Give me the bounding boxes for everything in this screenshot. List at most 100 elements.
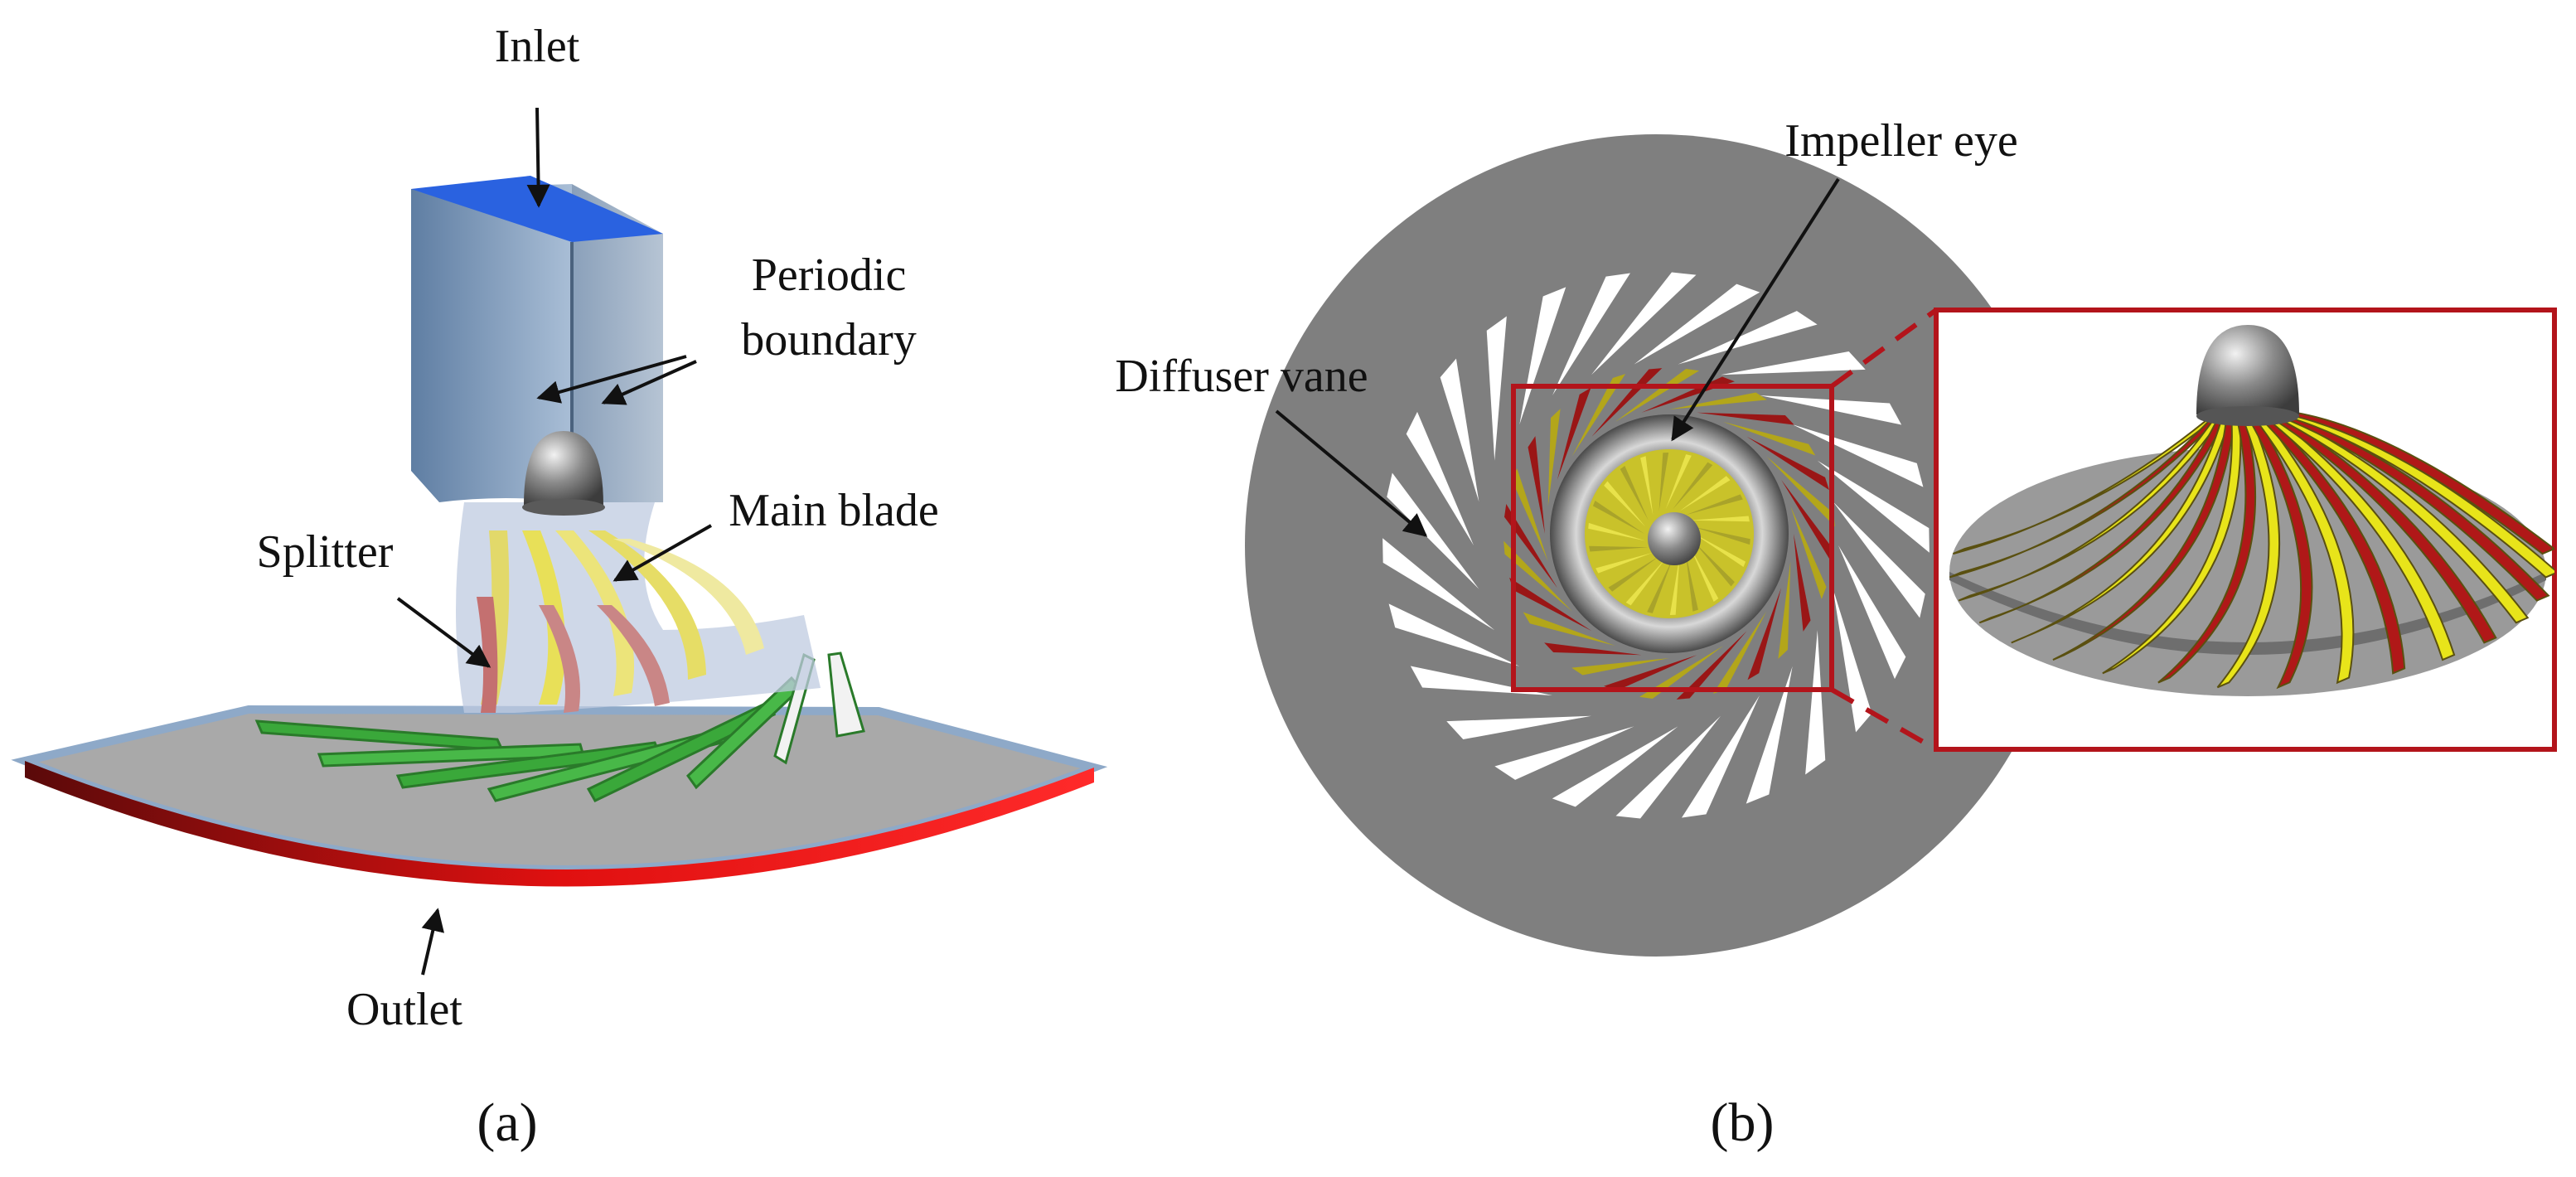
arrow-inlet	[526, 107, 550, 208]
detail-blade	[2272, 417, 2497, 644]
detail-blade	[1953, 410, 2225, 555]
panel-a-geometry	[11, 176, 1108, 887]
diffuser-vane	[1682, 695, 1760, 818]
diffuser-vane	[1591, 272, 1697, 375]
diffuser-vanes-a	[254, 651, 865, 802]
detail-blade	[2277, 414, 2550, 602]
panel-b-geometry	[1245, 134, 2557, 957]
impeller-splitter	[1604, 655, 1697, 691]
label-splitter: Splitter	[257, 526, 394, 578]
detail-blade	[2157, 419, 2257, 684]
detail-blade	[2052, 418, 2236, 661]
outlet-rim	[25, 761, 1094, 887]
impeller-splitter	[1747, 588, 1782, 681]
label-inlet: Inlet	[495, 21, 580, 72]
detail-blade	[2280, 410, 2554, 555]
diffuser-vane	[1615, 715, 1721, 819]
diffuser-vane	[1410, 666, 1553, 696]
diffuser-vanes-b	[1382, 272, 1930, 819]
arrow-splitter	[396, 597, 491, 668]
arrow-main-blade	[613, 524, 712, 582]
eye-blade	[1690, 516, 1750, 522]
diffuser-vane	[1406, 411, 1474, 545]
impeller-splitter	[1504, 503, 1557, 588]
detail-blade	[2011, 416, 2231, 644]
diffuser-vane	[1440, 358, 1479, 502]
arrows-panel-b	[1275, 177, 1840, 537]
detail-blade	[2262, 419, 2406, 675]
detail-blade	[1949, 411, 2225, 579]
eye-blade	[1694, 534, 1746, 567]
eye-blade	[1665, 454, 1692, 510]
periodic-face-right	[572, 184, 663, 502]
eye-blade	[1685, 552, 1698, 612]
impeller-splitter	[1639, 646, 1724, 699]
label-main-blade: Main blade	[729, 485, 938, 536]
detail-blades	[1949, 410, 2554, 690]
diffuser-vane	[1759, 395, 1902, 425]
impeller-splitter	[1697, 412, 1794, 425]
impeller-splitter	[1746, 436, 1829, 491]
impeller-splitter	[1794, 534, 1811, 632]
eye-blade	[1673, 462, 1713, 510]
detail-blade	[2249, 419, 2313, 690]
eye-blade	[1625, 558, 1666, 606]
diffuser-vane	[1838, 545, 1906, 680]
eye-blade	[1589, 545, 1649, 552]
detail-hub-dome	[2196, 325, 2299, 414]
detail-blade	[2275, 415, 2530, 624]
hub-nose-b	[1648, 512, 1701, 565]
diffuser-vane	[1446, 715, 1591, 740]
impeller-splitter	[1547, 409, 1561, 506]
impeller-splitter	[1781, 479, 1834, 564]
detail-blade	[2267, 418, 2456, 661]
label-outlet: Outlet	[346, 984, 462, 1035]
periodic-face-left	[411, 184, 572, 502]
diffuser-vane	[1486, 316, 1507, 461]
label-impeller-eye: Impeller eye	[1784, 115, 2017, 167]
eye-blade	[1692, 526, 1750, 545]
hub-dome-a	[524, 431, 603, 506]
caption-b: (b)	[1711, 1092, 1775, 1153]
arrows-panel-a	[396, 107, 712, 976]
impeller-splitter	[1571, 658, 1669, 676]
diffuser-vane	[1387, 472, 1479, 589]
impeller-splitter	[1615, 369, 1700, 422]
eye-blade	[1647, 558, 1673, 613]
diffuser-vane	[1805, 630, 1826, 775]
diffuser-vane	[1494, 726, 1634, 780]
arrow-diffuser-vane	[1275, 409, 1428, 537]
arrow-outlet	[421, 908, 444, 976]
eye-blade	[1679, 476, 1731, 511]
eye-blade	[1620, 466, 1649, 521]
diffuser-vane	[1833, 588, 1872, 733]
diffuser-vane	[1634, 283, 1760, 365]
detail-blade	[1958, 414, 2226, 602]
eye-blade	[1692, 540, 1735, 587]
impeller-splitter	[1528, 436, 1545, 534]
impeller-splitter	[1790, 506, 1827, 599]
eye-blade	[1604, 481, 1646, 527]
caption-a: (a)	[477, 1092, 537, 1153]
detail-blade	[2256, 419, 2355, 685]
eye-blade	[1592, 501, 1644, 534]
impeller-splitter	[1512, 468, 1548, 562]
impeller-blades-a	[477, 530, 764, 713]
detail-blade	[2216, 419, 2281, 689]
inlet-face	[411, 176, 663, 242]
diffuser-vane	[1552, 726, 1678, 807]
detail-blade	[1978, 415, 2228, 624]
arrow-periodic-1	[536, 355, 687, 404]
impeller-eye-blades	[1588, 453, 1750, 615]
eye-blade	[1690, 547, 1719, 602]
outlet-sector-plate	[11, 705, 1108, 874]
eye-blade	[1640, 456, 1654, 516]
label-periodic-line1: Periodic	[752, 249, 907, 301]
eye-blade	[1685, 494, 1743, 516]
diffuser-vane	[1721, 351, 1866, 375]
eye-blade	[1588, 522, 1646, 541]
detail-blade	[2102, 419, 2242, 675]
diffuser-vane	[1833, 501, 1925, 618]
arrow-periodic-2	[601, 360, 697, 405]
